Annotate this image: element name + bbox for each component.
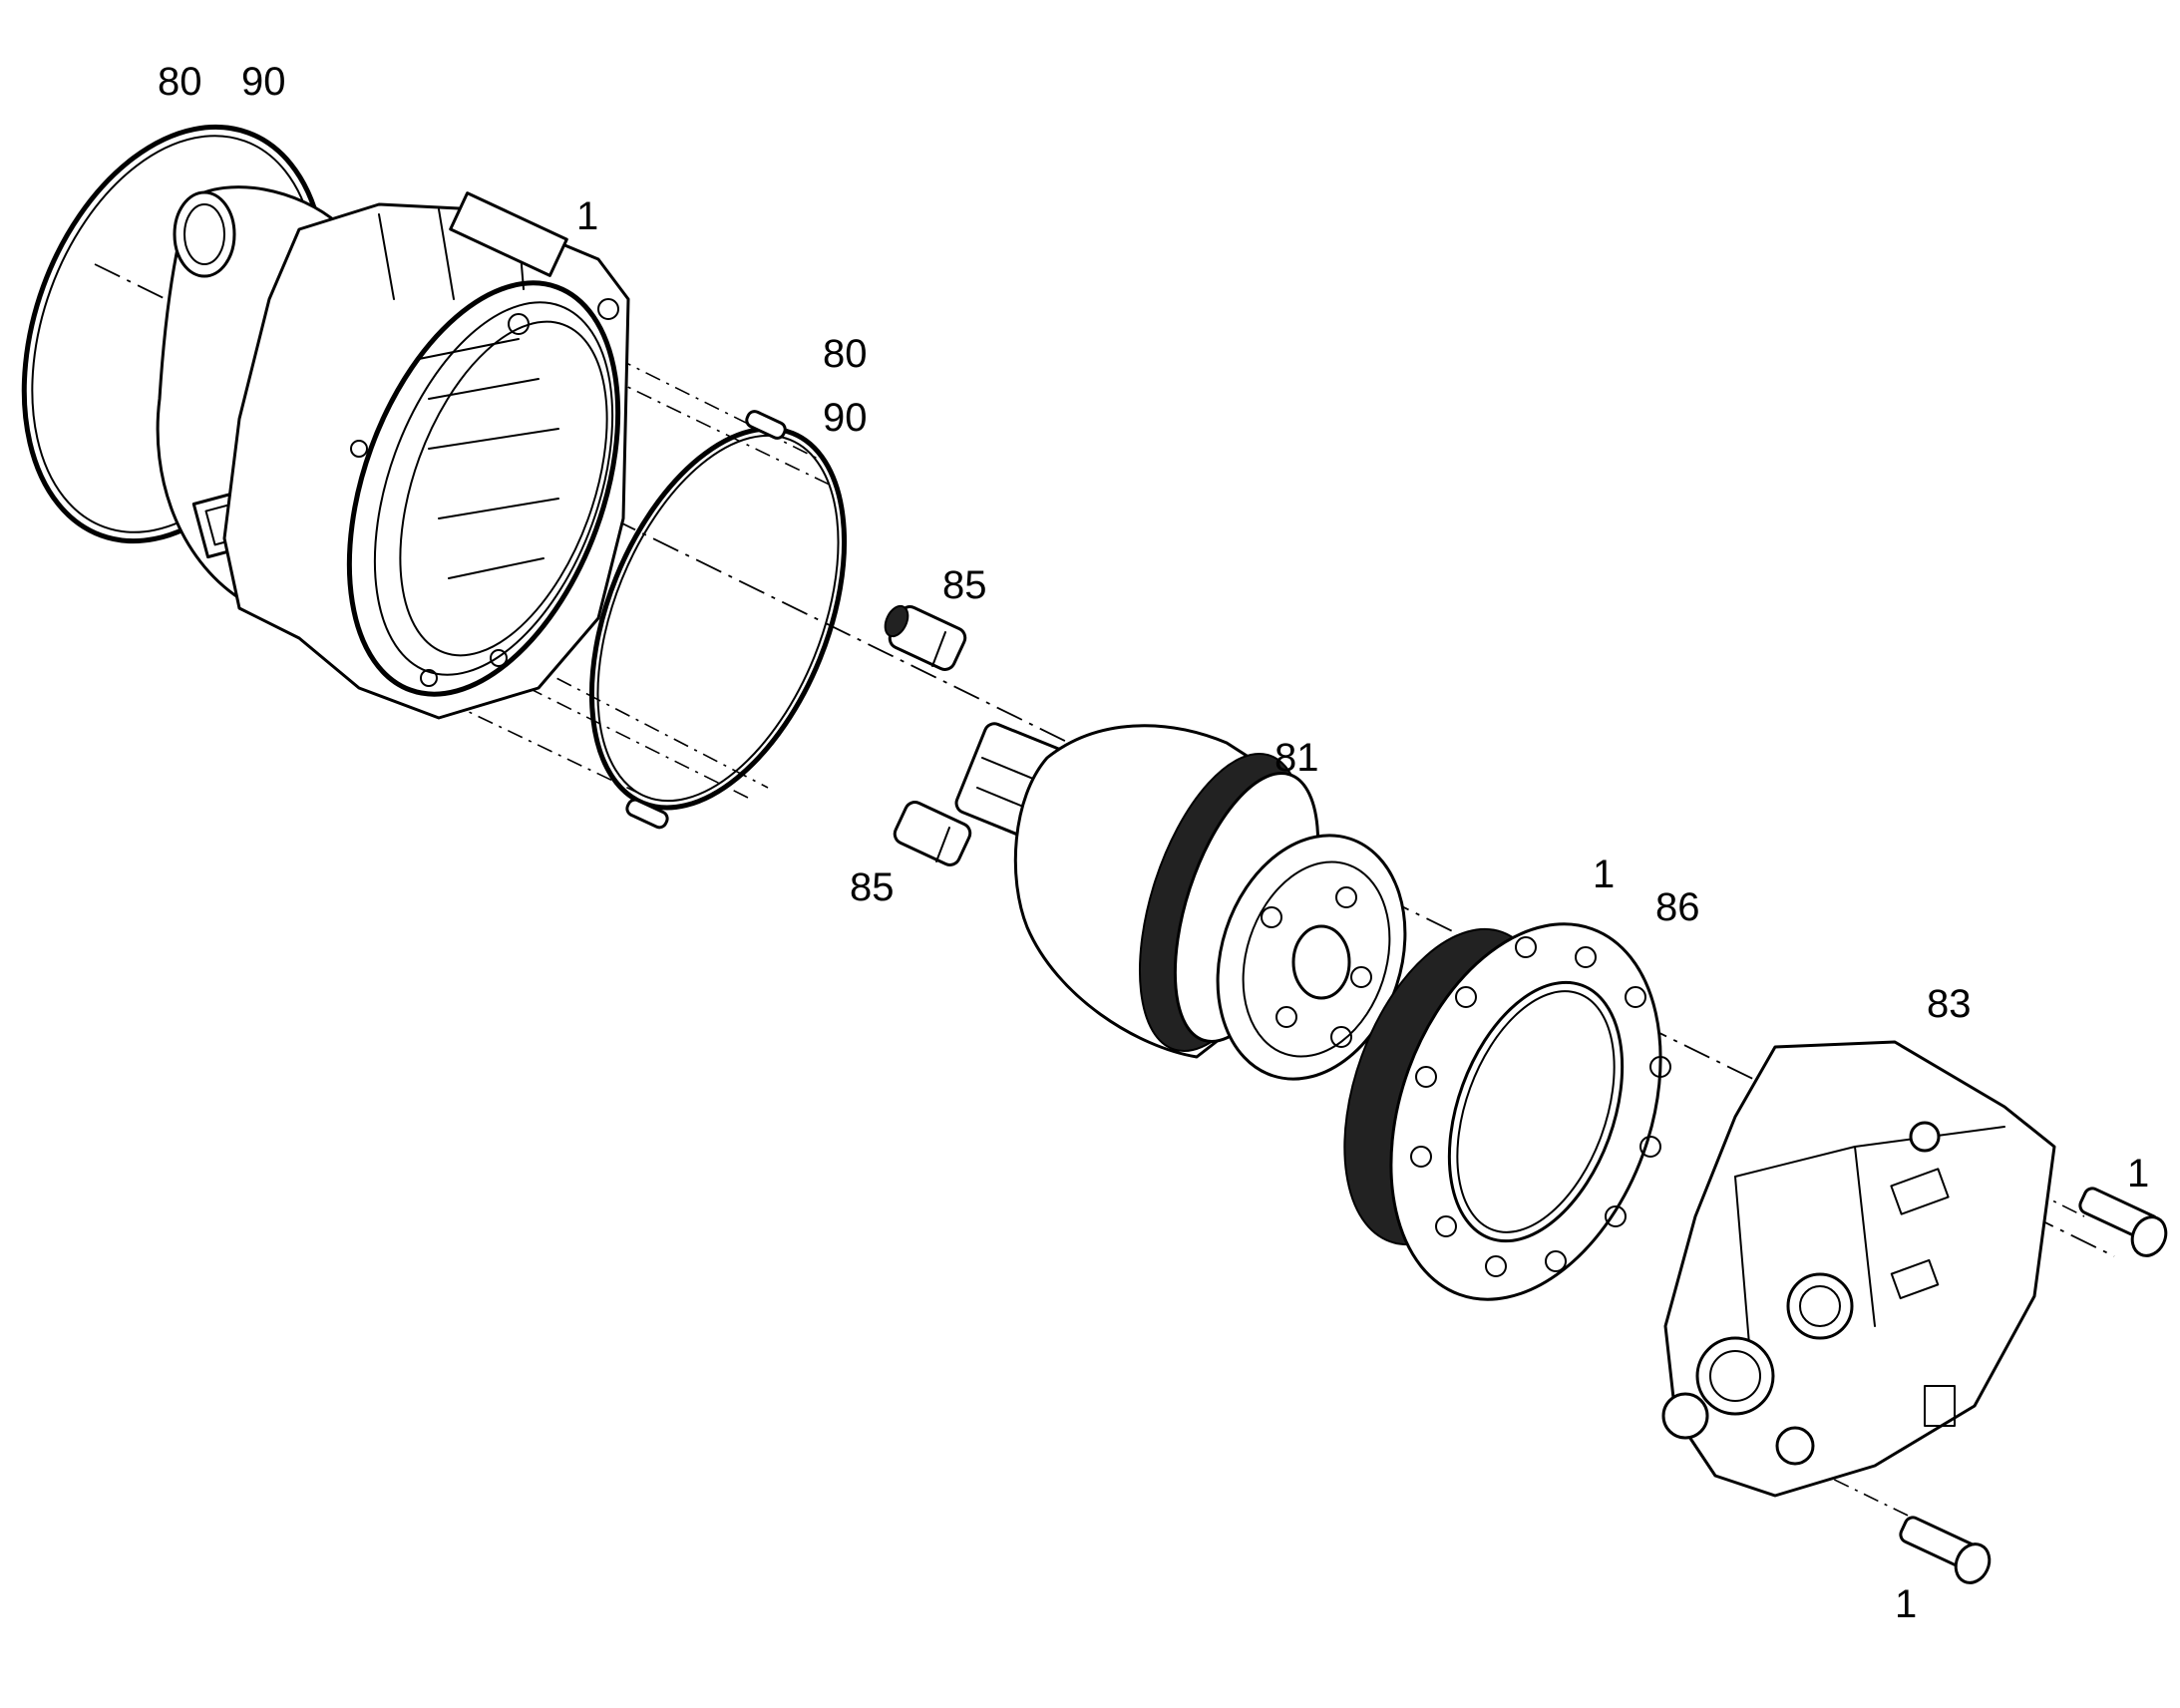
callout-labels: 80 90 1 80 90 85 81 85 1 86 83 1 1 xyxy=(158,60,2149,1626)
callout-81: 81 xyxy=(1274,736,1319,780)
seal-ring-front xyxy=(542,392,895,844)
callout-90-front: 90 xyxy=(823,396,868,440)
callout-86: 86 xyxy=(1655,885,1700,929)
plug-upper xyxy=(881,602,968,672)
motor-housing xyxy=(224,193,669,731)
screw-lower xyxy=(1898,1515,1996,1588)
rotary-group xyxy=(953,721,1435,1104)
callout-83: 83 xyxy=(1927,982,1972,1026)
ring-gear-flange xyxy=(1305,886,1709,1337)
callout-1-screw-lower: 1 xyxy=(1895,1582,1917,1626)
callout-90-rear: 90 xyxy=(241,60,286,104)
callout-1-screw-right: 1 xyxy=(2127,1152,2149,1196)
callout-1-flange: 1 xyxy=(1593,853,1615,896)
plug-lower xyxy=(892,799,973,867)
callout-80-rear: 80 xyxy=(158,60,202,104)
callout-1-housing: 1 xyxy=(576,194,598,238)
callout-85-upper: 85 xyxy=(942,563,987,607)
valve-block-cover xyxy=(1663,1042,2054,1496)
callout-80-front: 80 xyxy=(823,332,868,376)
screw-right xyxy=(2077,1186,2172,1261)
callout-85-lower: 85 xyxy=(850,865,895,909)
